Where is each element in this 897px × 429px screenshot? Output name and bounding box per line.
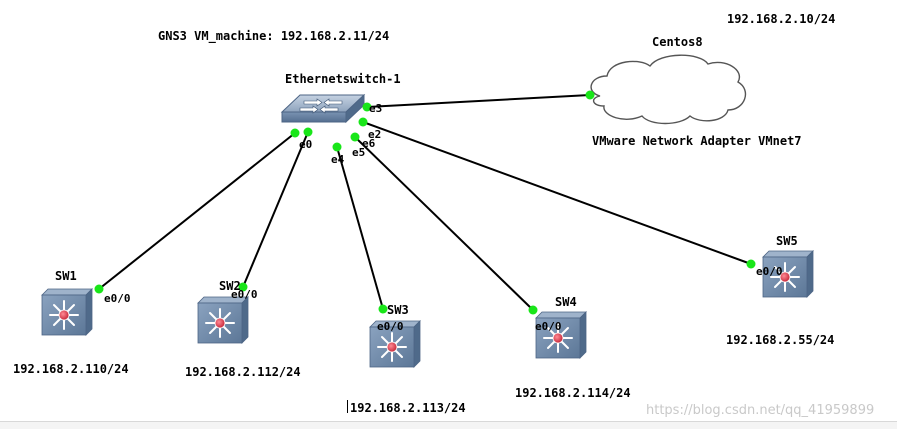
watermark-text: https://blog.csdn.net/qq_41959899 xyxy=(646,403,875,418)
cloud-name-label[interactable]: Centos8 xyxy=(652,35,703,49)
sw5-ip-label: 192.168.2.55/24 xyxy=(726,333,835,347)
status-dot xyxy=(303,127,313,137)
port-label-e6: e6 xyxy=(362,137,376,150)
cloud-icon xyxy=(590,54,747,125)
link-cloud xyxy=(366,94,591,108)
status-dot xyxy=(238,282,248,292)
ethernet-switch-name[interactable]: Ethernetswitch-1 xyxy=(285,72,401,86)
status-dot xyxy=(332,142,342,152)
sw3-ip-label: 192.168.2.113/24 xyxy=(350,401,466,415)
status-dot xyxy=(94,284,104,294)
link-sw2 xyxy=(242,131,309,288)
link-sw1 xyxy=(98,132,296,290)
port-label-e0: e0 xyxy=(299,138,313,151)
port-label-e4: e4 xyxy=(331,153,345,166)
bottom-scrollbar[interactable] xyxy=(0,421,897,429)
status-dot xyxy=(350,132,360,142)
link-status-dots xyxy=(94,90,756,315)
sw2-icon xyxy=(197,296,249,344)
sw4-port-label: e0/0 xyxy=(535,320,562,333)
sw4-icon xyxy=(535,311,587,359)
sw5-port-label: e0/0 xyxy=(756,265,783,278)
status-dot xyxy=(585,90,595,100)
sw4-ip-label: 192.168.2.114/24 xyxy=(515,386,631,400)
port-label-e3: e3 xyxy=(369,102,383,115)
status-dot xyxy=(378,304,388,314)
cloud-ip-label: 192.168.2.10/24 xyxy=(727,12,836,26)
status-dot xyxy=(528,305,538,315)
sw3-name[interactable]: SW3 xyxy=(387,303,409,317)
sw4-name[interactable]: SW4 xyxy=(555,295,577,309)
link-sw4 xyxy=(354,136,534,311)
link-sw3 xyxy=(336,146,384,310)
port-label-e5: e5 xyxy=(352,146,366,159)
sw1-icon xyxy=(41,288,93,336)
status-dot xyxy=(746,259,756,269)
sw2-ip-label: 192.168.2.112/24 xyxy=(185,365,301,379)
sw2-name[interactable]: SW2 xyxy=(219,279,241,293)
sw5-name[interactable]: SW5 xyxy=(776,234,798,248)
sw3-port-label: e0/0 xyxy=(377,320,404,333)
sw1-port-label: e0/0 xyxy=(104,292,131,305)
sw2-port-label: e0/0 xyxy=(231,288,258,301)
link-sw5 xyxy=(362,121,752,265)
sw1-ip-label: 192.168.2.110/24 xyxy=(13,362,129,376)
text-cursor xyxy=(347,400,348,413)
ethernet-switch-icon xyxy=(280,93,366,124)
port-label-e2: e2 xyxy=(368,128,382,141)
status-dot xyxy=(290,128,300,138)
status-dot xyxy=(362,102,372,112)
status-dot xyxy=(358,117,368,127)
cloud-adapter-label: VMware Network Adapter VMnet7 xyxy=(592,134,802,148)
sw1-name[interactable]: SW1 xyxy=(55,269,77,283)
gns3-vm-label: GNS3 VM_machine: 192.168.2.11/24 xyxy=(158,29,390,43)
